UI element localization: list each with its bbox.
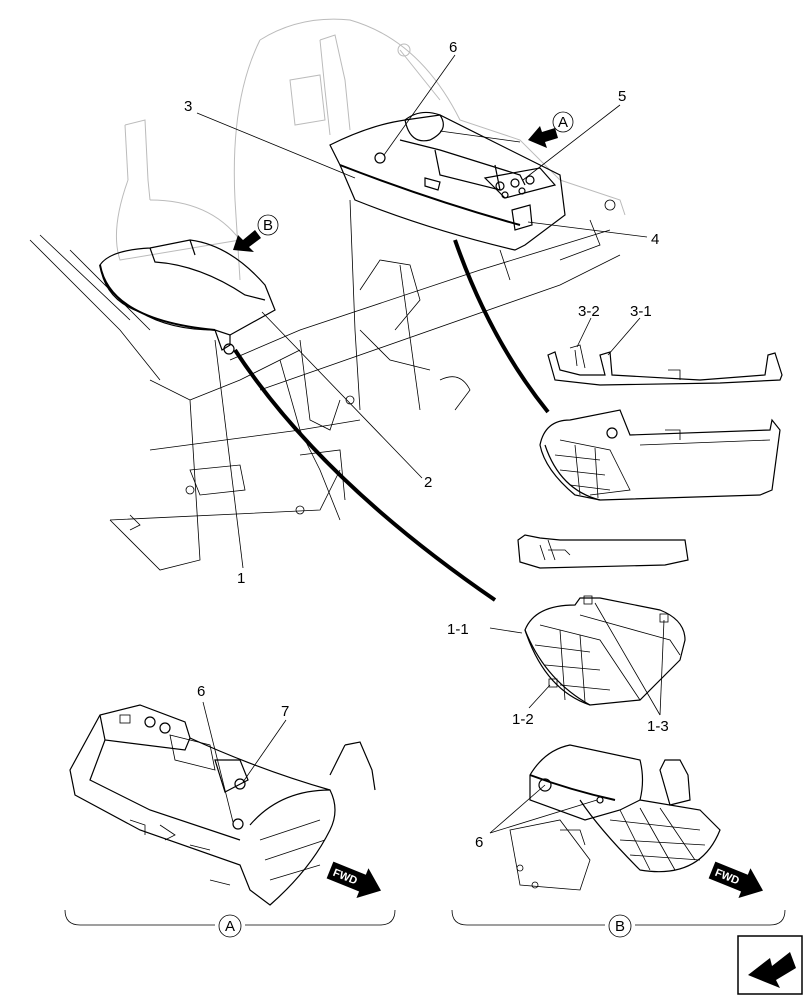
callout-2: 2 [424, 474, 432, 491]
view-a-bracket [64, 909, 396, 926]
sweep-line-3 [453, 239, 550, 414]
callout-3-1: 3-1 [630, 303, 652, 320]
left-joystick [115, 119, 241, 261]
callout-1-2: 1-2 [512, 711, 534, 728]
next-page-button[interactable] [737, 935, 803, 995]
callout-7: 7 [281, 703, 289, 720]
part-3-2-3-1-cover [547, 344, 783, 386]
fwd-arrow-a: FWD [326, 861, 381, 898]
part-1-rear-cover [517, 534, 689, 569]
detail-view-a [69, 704, 376, 906]
fwd-arrow-b: FWD [708, 861, 763, 898]
leader-lines [196, 54, 665, 834]
next-page-icon [748, 952, 796, 988]
callout-6-detail-a: 6 [197, 683, 205, 700]
detail-view-b [509, 744, 721, 891]
callout-1-1: 1-1 [447, 621, 469, 638]
callout-1: 1 [237, 570, 245, 587]
part-1-1-cover-shell [524, 595, 686, 706]
right-joystick [319, 34, 351, 136]
callout-3-2: 3-2 [578, 303, 600, 320]
view-marker-b-label: B [263, 217, 273, 234]
seat-frame [29, 18, 626, 571]
callout-5: 5 [618, 88, 626, 105]
view-marker-a: A [528, 111, 574, 148]
right-console-body [329, 111, 566, 251]
callout-4: 4 [651, 231, 659, 248]
callout-6-top: 6 [449, 39, 457, 56]
view-arrow-icon [233, 230, 261, 252]
view-marker-b: B [233, 214, 279, 252]
callout-1-3: 1-3 [647, 718, 669, 735]
callout-3: 3 [184, 98, 192, 115]
callout-6-detail-b: 6 [475, 834, 483, 851]
fwd-arrow-icon [708, 861, 763, 898]
view-caption-b: B [608, 914, 632, 938]
view-caption-a: A [218, 914, 242, 938]
part-3-console-shell [539, 409, 781, 501]
view-b-bracket [451, 909, 786, 926]
callout-labels: 3 6 5 4 1 2 3-2 3-1 1-1 1-2 1-3 6 7 6 [184, 39, 669, 851]
sweep-line-1 [233, 348, 497, 602]
view-caption-b-label: B [615, 918, 625, 935]
view-marker-a-label: A [558, 114, 568, 131]
left-console-cover [99, 239, 276, 355]
view-caption-a-label: A [225, 918, 235, 935]
view-arrow-icon [528, 126, 558, 148]
fwd-arrow-icon [326, 861, 381, 898]
